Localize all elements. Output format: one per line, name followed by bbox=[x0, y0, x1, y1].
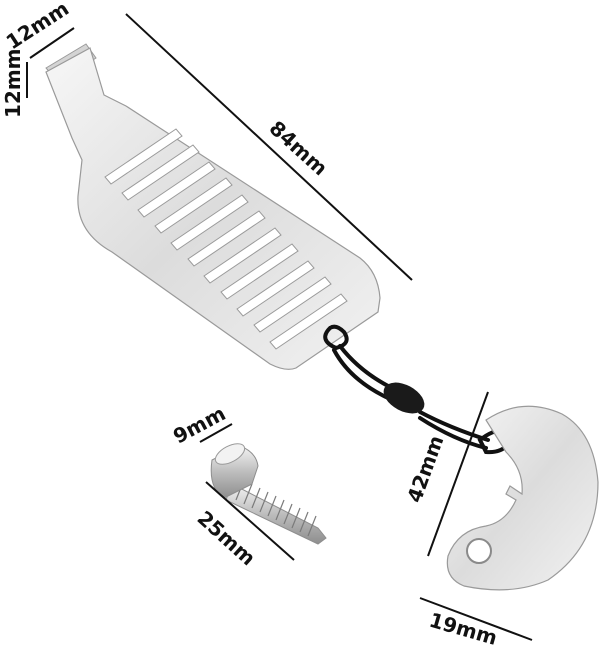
key-hole bbox=[466, 538, 492, 564]
bracket-width-label: 12mm bbox=[2, 0, 73, 54]
dimension-lines bbox=[26, 13, 533, 641]
bracket-height-label: 12mm bbox=[1, 48, 25, 118]
lanyard-cord bbox=[323, 324, 519, 455]
key-height-label: 42mm bbox=[402, 432, 448, 506]
key-height-line bbox=[427, 391, 489, 557]
plate-length-label: 84mm bbox=[265, 116, 333, 180]
ventilation-slots bbox=[104, 128, 348, 350]
screw-length-line bbox=[205, 481, 295, 561]
slotted-bracket-plate bbox=[45, 43, 381, 370]
key-width-line bbox=[419, 597, 533, 641]
cord-stopper bbox=[383, 382, 425, 414]
crescent-key bbox=[446, 405, 599, 591]
bracket-width-line bbox=[29, 27, 75, 59]
plate-length-line bbox=[125, 13, 413, 281]
screw-head-label: 9mm bbox=[169, 401, 229, 448]
screw-length-label: 25mm bbox=[193, 506, 261, 570]
thumb-screw bbox=[210, 443, 327, 545]
screw-head-line bbox=[199, 423, 233, 443]
